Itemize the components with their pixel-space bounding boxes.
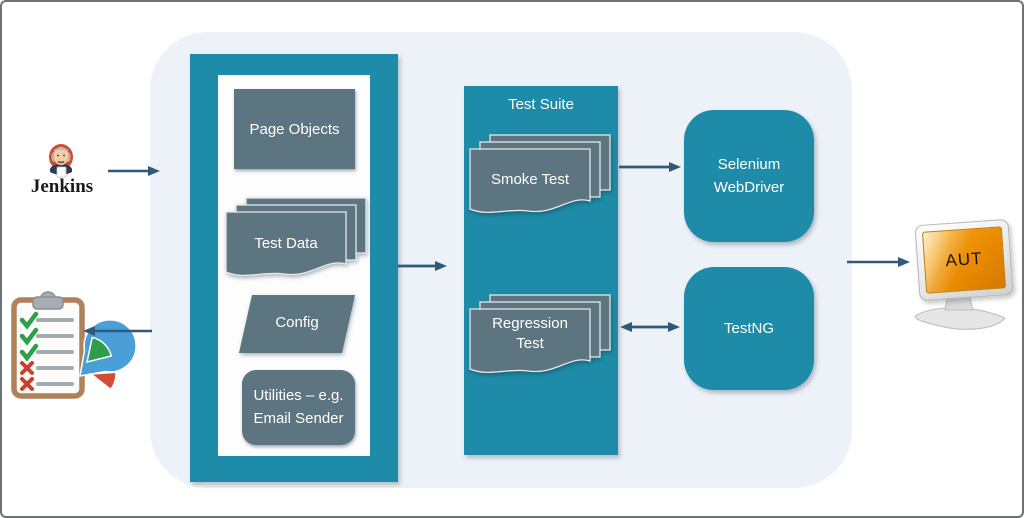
page-objects-box: Page Objects: [234, 89, 355, 169]
computer-monitor-icon: AUT: [905, 216, 1022, 336]
pie-chart-icon: [79, 319, 137, 391]
monitor-screen: AUT: [921, 226, 1007, 294]
config-label: Config: [275, 314, 319, 331]
test-suite-title: Test Suite: [508, 96, 574, 113]
utilities-label: Utilities – e.g. Email Sender: [253, 387, 344, 427]
selenium-webdriver-box: Selenium WebDriver: [684, 110, 814, 242]
jenkins-label: Jenkins: [30, 176, 94, 197]
testng-box: TestNG: [684, 267, 814, 390]
regression-test-stack: [469, 294, 611, 374]
testng-label: TestNG: [723, 319, 774, 337]
smoke-test-stack: [469, 134, 611, 214]
monitor-bezel: AUT: [914, 218, 1014, 302]
config-shape: [239, 295, 355, 353]
aut-label: AUT: [944, 248, 984, 271]
selenium-webdriver-label: Selenium WebDriver: [713, 155, 785, 196]
clipboard-checklist-icon: [11, 291, 137, 399]
jenkins-butler-icon: [49, 144, 73, 178]
page-objects-label: Page Objects: [249, 120, 340, 138]
test-data-stack: [225, 197, 367, 277]
utilities-box: Utilities – e.g. Email Sender: [242, 370, 355, 445]
